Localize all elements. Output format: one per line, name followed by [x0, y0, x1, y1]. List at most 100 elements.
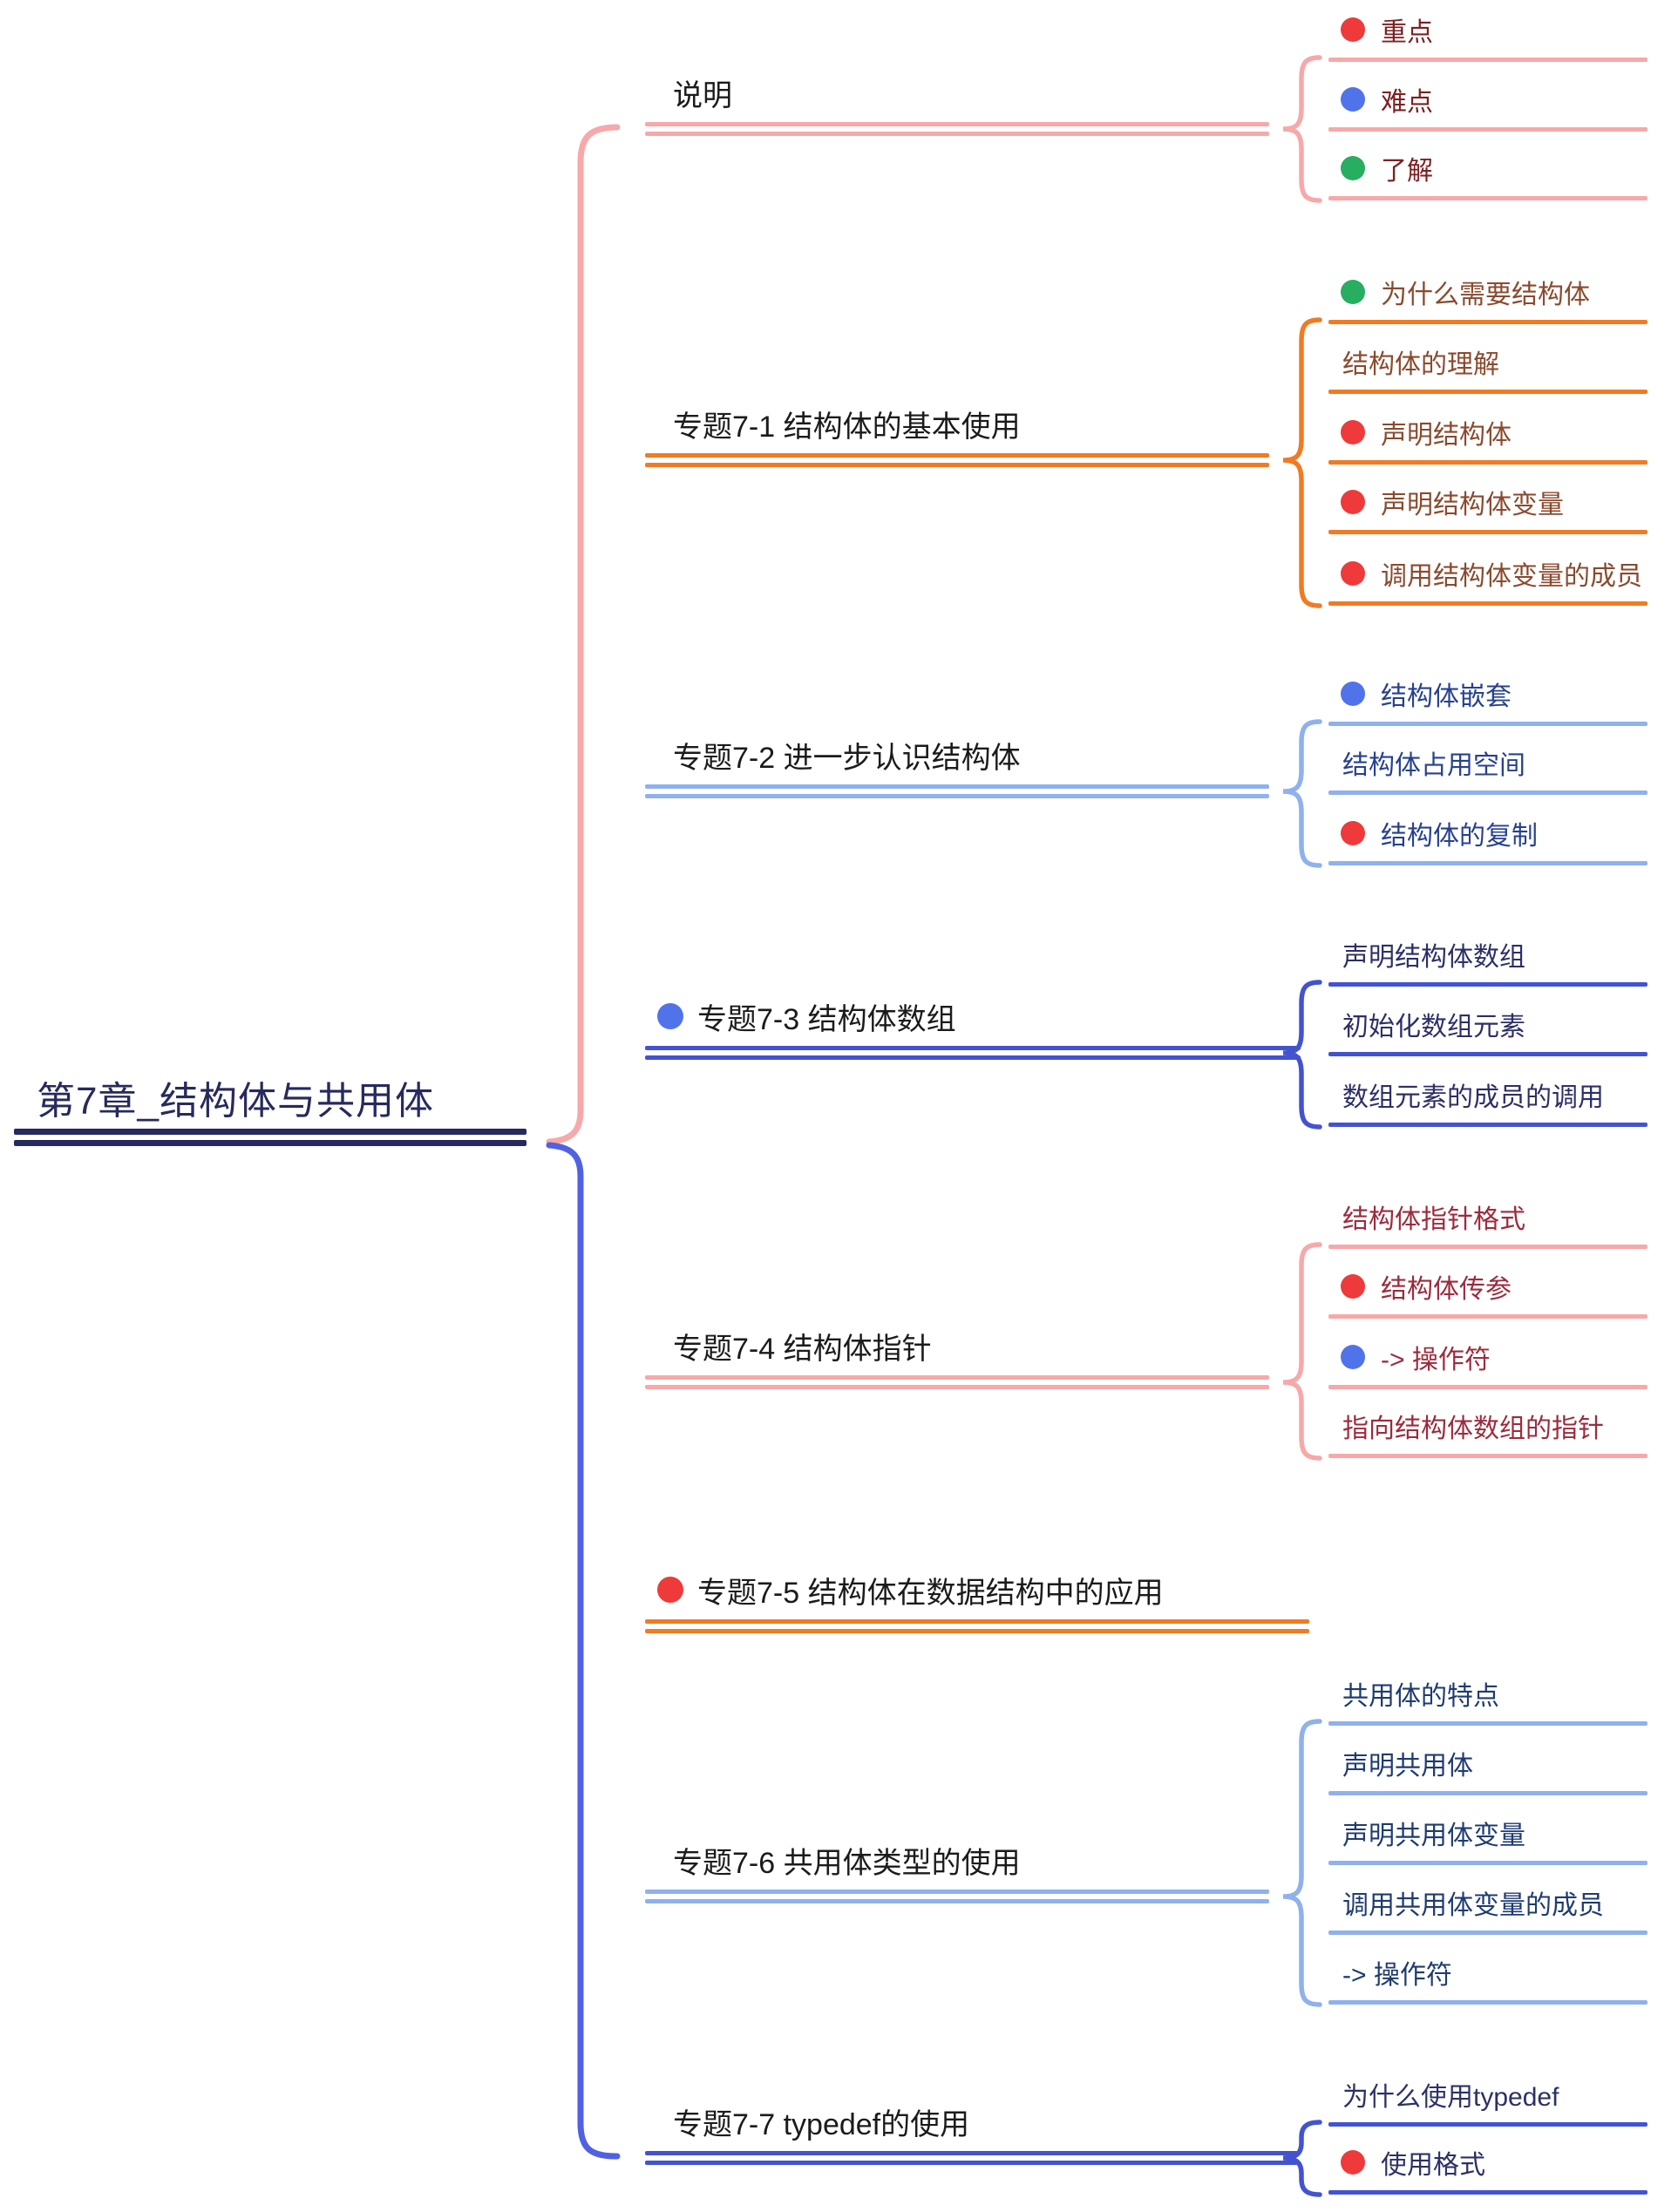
branch-topic-topic-7-2[interactable]: 专题7-2 进一步认识结构体	[645, 730, 1021, 779]
subtopic-topic-7-2-2[interactable]: 结构体占用空间	[1328, 738, 1525, 787]
red-dot-icon	[1341, 17, 1365, 42]
subtopic-topic-7-6-4[interactable]: 调用共用体变量的成员	[1328, 1878, 1604, 1927]
branch-underline	[645, 794, 1269, 798]
subtopic-topic-7-6-3[interactable]: 声明共用体变量	[1328, 1808, 1525, 1857]
branch-topic-shuoming[interactable]: 说明	[645, 68, 732, 117]
branch-underline	[645, 1385, 1269, 1389]
root-underline	[14, 1129, 526, 1135]
subtopic-label: -> 操作符	[1342, 1961, 1452, 1990]
branch-topic-topic-7-7[interactable]: 专题7-7 typedef的使用	[645, 2097, 969, 2146]
subtopic-underline	[1328, 861, 1647, 865]
subtopic-underline	[1328, 2122, 1647, 2127]
children-brace-topic-7-6	[1282, 1719, 1322, 2007]
subtopic-label: 声明结构体变量	[1381, 491, 1564, 519]
root-topic[interactable]: 第7章_结构体与共用体	[14, 1070, 434, 1124]
red-dot-icon	[1341, 821, 1365, 845]
subtopic-underline	[1328, 460, 1647, 465]
root-branch-brace	[546, 124, 621, 2160]
subtopic-topic-7-7-2[interactable]: 使用格式	[1328, 2138, 1485, 2187]
subtopic-topic-7-1-5[interactable]: 调用结构体变量的成员	[1328, 549, 1642, 598]
branch-underline	[645, 1629, 1309, 1633]
subtopic-underline	[1328, 1454, 1647, 1458]
branch-topic-topic-7-4[interactable]: 专题7-4 结构体指针	[645, 1321, 932, 1370]
children-brace-path	[1282, 980, 1322, 1130]
subtopic-topic-7-6-5[interactable]: -> 操作符	[1328, 1948, 1452, 1997]
branch-topic-label: 专题7-3 结构体数组	[697, 1002, 956, 1036]
subtopic-topic-7-4-3[interactable]: -> 操作符	[1328, 1333, 1491, 1381]
children-brace-topic-7-3	[1282, 980, 1322, 1130]
subtopic-label: 声明共用体	[1342, 1752, 1473, 1781]
subtopic-topic-7-1-1[interactable]: 为什么需要结构体	[1328, 268, 1590, 316]
red-dot-icon	[1341, 2150, 1365, 2175]
subtopic-topic-7-1-2[interactable]: 结构体的理解	[1328, 337, 1499, 386]
subtopic-shuoming-2[interactable]: 难点	[1328, 75, 1433, 124]
subtopic-underline	[1328, 2190, 1647, 2195]
subtopic-underline	[1328, 1721, 1647, 1726]
subtopic-underline	[1328, 1123, 1647, 1127]
children-brace-topic-7-2	[1282, 719, 1322, 868]
branch-topic-label: 说明	[673, 78, 732, 112]
root-underline	[14, 1140, 526, 1146]
subtopic-topic-7-1-3[interactable]: 声明结构体	[1328, 408, 1512, 457]
branch-topic-topic-7-3[interactable]: 专题7-3 结构体数组	[645, 992, 956, 1041]
red-dot-icon	[1341, 1274, 1365, 1299]
subtopic-label: 调用结构体变量的成员	[1381, 562, 1642, 591]
subtopic-label: 结构体传参	[1381, 1275, 1512, 1304]
subtopic-topic-7-4-4[interactable]: 指向结构体数组的指针	[1328, 1401, 1604, 1450]
subtopic-topic-7-2-3[interactable]: 结构体的复制	[1328, 809, 1538, 858]
branch-topic-label: 专题7-2 进一步认识结构体	[673, 741, 1021, 775]
branch-topic-label: 专题7-7 typedef的使用	[673, 2107, 970, 2141]
subtopic-underline	[1328, 1314, 1647, 1319]
subtopic-topic-7-4-2[interactable]: 结构体传参	[1328, 1262, 1512, 1311]
branch-topic-label: 专题7-1 结构体的基本使用	[673, 410, 1021, 444]
subtopic-underline	[1328, 196, 1647, 200]
root-topic-label: 第7章_结构体与共用体	[37, 1080, 434, 1123]
subtopic-underline	[1328, 1385, 1647, 1389]
subtopic-shuoming-1[interactable]: 重点	[1328, 5, 1433, 54]
subtopic-topic-7-3-2[interactable]: 初始化数组元素	[1328, 1000, 1525, 1048]
subtopic-label: 结构体的理解	[1342, 350, 1499, 379]
subtopic-label: 指向结构体数组的指针	[1342, 1415, 1604, 1443]
children-brace-path	[1282, 55, 1322, 203]
children-brace-path	[1282, 1242, 1322, 1461]
root-brace-upper-curve	[546, 124, 621, 1145]
subtopic-underline	[1328, 982, 1647, 987]
branch-topic-topic-7-6[interactable]: 专题7-6 共用体类型的使用	[645, 1835, 1021, 1884]
branch-topic-topic-7-1[interactable]: 专题7-1 结构体的基本使用	[645, 399, 1021, 448]
subtopic-label: 使用格式	[1381, 2151, 1485, 2180]
subtopic-label: 初始化数组元素	[1342, 1013, 1525, 1042]
branch-underline	[645, 463, 1269, 467]
subtopic-topic-7-3-3[interactable]: 数组元素的成员的调用	[1328, 1070, 1604, 1119]
subtopic-topic-7-6-2[interactable]: 声明共用体	[1328, 1739, 1473, 1788]
children-brace-shuoming	[1282, 55, 1322, 203]
red-dot-icon	[1341, 490, 1365, 514]
branch-underline	[645, 1055, 1301, 1060]
branch-topic-label: 专题7-6 共用体类型的使用	[673, 1846, 1021, 1880]
subtopic-label: 数组元素的成员的调用	[1342, 1083, 1604, 1112]
subtopic-topic-7-3-1[interactable]: 声明结构体数组	[1328, 930, 1525, 979]
branch-underline	[645, 1899, 1269, 1903]
subtopic-shuoming-3[interactable]: 了解	[1328, 144, 1433, 193]
branch-topic-label: 专题7-5 结构体在数据结构中的应用	[697, 1576, 1164, 1610]
children-brace-path	[1282, 317, 1322, 608]
branch-underline	[645, 1890, 1269, 1894]
subtopic-underline	[1328, 127, 1647, 132]
red-dot-icon	[1341, 561, 1365, 586]
subtopic-underline	[1328, 390, 1647, 394]
blue-dot-icon	[657, 1003, 683, 1029]
branch-underline	[645, 453, 1269, 458]
children-brace-path	[1282, 1719, 1322, 2007]
branch-topic-topic-7-5[interactable]: 专题7-5 结构体在数据结构中的应用	[645, 1565, 1164, 1614]
subtopic-topic-7-4-1[interactable]: 结构体指针格式	[1328, 1192, 1525, 1241]
root-brace-lower-curve	[546, 1142, 621, 2160]
subtopic-underline	[1328, 2000, 1647, 2005]
children-brace-topic-7-7	[1282, 2120, 1322, 2197]
subtopic-topic-7-1-4[interactable]: 声明结构体变量	[1328, 478, 1564, 526]
subtopic-topic-7-6-1[interactable]: 共用体的特点	[1328, 1669, 1499, 1718]
subtopic-topic-7-7-1[interactable]: 为什么使用typedef	[1328, 2070, 1559, 2119]
subtopic-label: 为什么使用typedef	[1342, 2083, 1559, 2112]
children-brace-topic-7-1	[1282, 317, 1322, 608]
subtopic-topic-7-2-1[interactable]: 结构体嵌套	[1328, 669, 1512, 718]
children-brace-topic-7-4	[1282, 1242, 1322, 1461]
